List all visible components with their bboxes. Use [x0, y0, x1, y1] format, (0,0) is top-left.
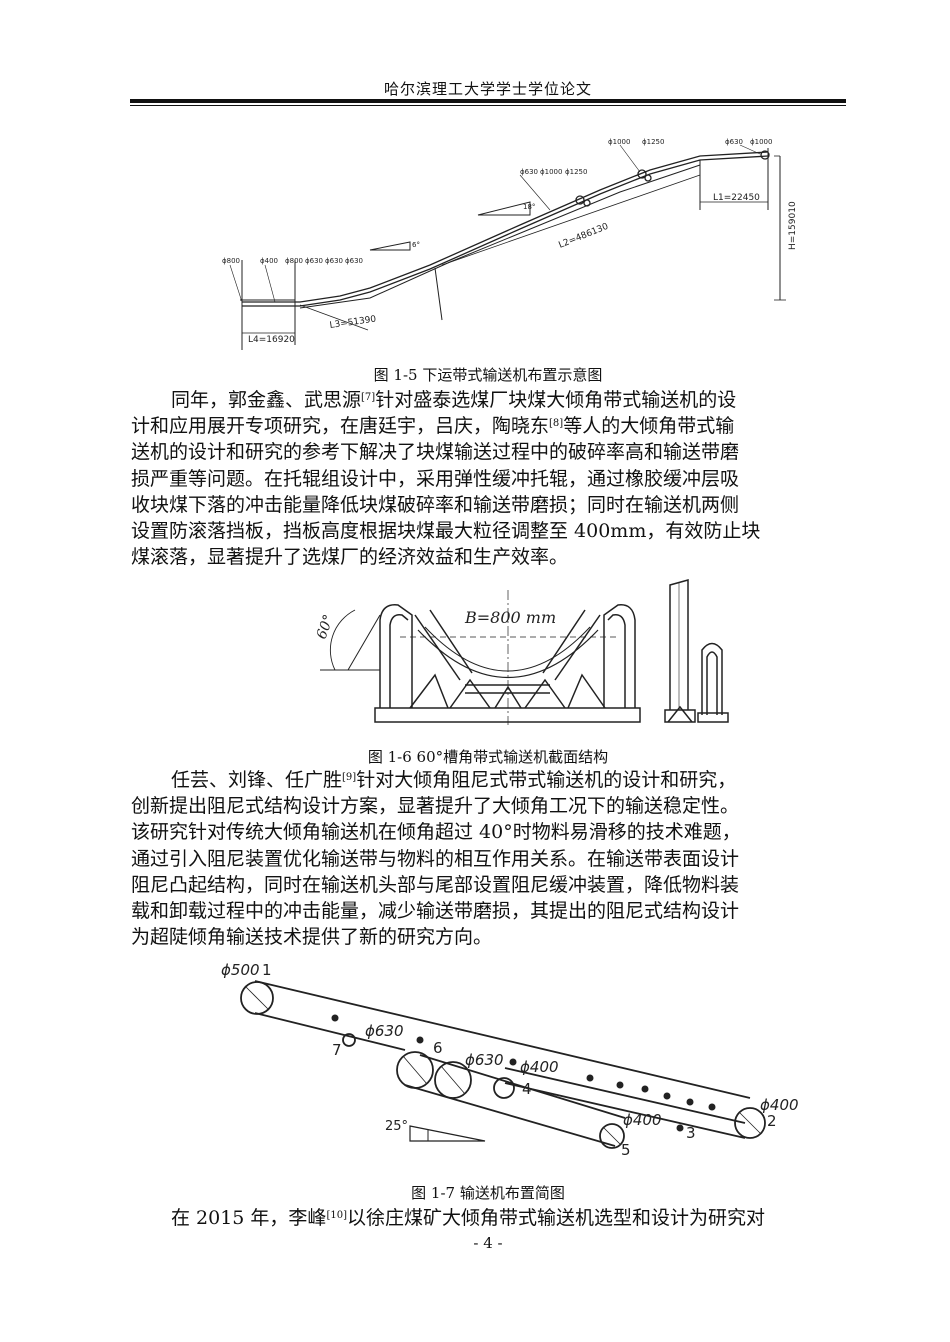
label-l4: L4=16920 [248, 335, 295, 345]
label-h: H=159010 [788, 201, 798, 250]
label-d1000a: ϕ1000 [540, 168, 562, 176]
label-d1000b: ϕ1000 [608, 138, 630, 146]
figure-1-7-caption: 图 1-7 输送机布置简图 [411, 1184, 565, 1202]
paragraph-line: 在 2015 年，李峰[10]以徐庄煤矿大倾角带式输送机选型和设计为研究对 [171, 1207, 765, 1229]
label-d1250a: ϕ1250 [565, 168, 587, 176]
label-d400: ϕ400 [260, 257, 278, 265]
label-n5: 5 [621, 1141, 631, 1159]
paragraph-line: 创新提出阻尼式结构设计方案，显著提升了大倾角工况下的输送稳定性。 [131, 795, 740, 818]
label-n4: 4 [522, 1080, 532, 1098]
label-d630a: ϕ630 [305, 257, 323, 265]
label-d400a: ϕ400 [520, 1058, 559, 1076]
header-rule-thin [130, 105, 846, 106]
label-n2: 2 [767, 1112, 777, 1130]
paragraph-1: 同年，郭金鑫、武思源[7]针对盛泰选煤厂块煤大倾角带式输送机的设 计和应用展开专… [131, 387, 847, 570]
paragraph-line: 为超陡倾角输送技术提供了新的研究方向。 [131, 926, 493, 949]
label-trough-angle: 60° [314, 613, 338, 642]
figure-1-7-conveyor-diagram: ϕ500 ϕ630 ϕ630 ϕ400 ϕ400 ϕ400 1 2 3 4 5 … [221, 961, 799, 1159]
label-angle-25: 25° [385, 1119, 408, 1134]
paragraph-line: 任芸、刘锋、任广胜[9]针对大倾角阻尼式带式输送机的设计和研究， [171, 769, 737, 791]
paragraph-2: 任芸、刘锋、任广胜[9]针对大倾角阻尼式带式输送机的设计和研究， 创新提出阻尼式… [131, 767, 847, 950]
paragraph-line: 阻尼凸起结构，同时在输送机头部与尾部设置阻尼缓冲装置，降低物料装 [131, 873, 740, 896]
paragraph-3: 在 2015 年，李峰[10]以徐庄煤矿大倾角带式输送机选型和设计为研究对 [131, 1205, 847, 1231]
label-d1000c: ϕ1000 [750, 138, 772, 146]
figure-1-6-trough-section: B=800 mm 60° [314, 579, 729, 725]
label-belt-width: B=800 mm [464, 608, 556, 627]
paragraph-line: 该研究针对传统大倾角输送机在倾角超过 40°时物料易滑移的技术难题， [131, 821, 741, 844]
label-d400c: ϕ400 [760, 1096, 799, 1114]
paragraph-line: 送机的设计和研究的参考下解决了块煤输送过程中的破碎率高和输送带磨 [131, 441, 740, 464]
page-header: 哈尔滨理工大学学士学位论文 [383, 80, 592, 98]
paragraph-line: 载和卸载过程中的冲击能量，减少输送带磨损，其提出的阻尼式结构设计 [131, 900, 740, 923]
label-l1: L1=22450 [713, 193, 760, 203]
label-l2: L2=486130 [557, 222, 610, 251]
figure-1-6-caption: 图 1-6 60°槽角带式输送机截面结构 [367, 748, 609, 766]
label-n7: 7 [332, 1041, 342, 1059]
label-angle-6: 6° [412, 241, 420, 249]
label-d630a: ϕ630 [365, 1022, 404, 1040]
label-n6: 6 [433, 1039, 443, 1057]
label-d630e: ϕ630 [725, 138, 743, 146]
label-d800b: ϕ800 [285, 257, 303, 265]
paragraph-line: 设置防滚落挡板，挡板高度根据块煤最大粒径调整至 400mm，有效防止块 [131, 520, 761, 543]
paragraph-line: 煤滚落，显著提升了选煤厂的经济效益和生产效率。 [131, 546, 569, 569]
figure-1-5-caption: 图 1-5 下运带式输送机布置示意图 [373, 366, 603, 384]
label-l3: L3=51390 [329, 315, 377, 331]
page-number: - 4 - [473, 1234, 503, 1252]
label-d400b: ϕ400 [623, 1111, 662, 1129]
paragraph-line: 计和应用展开专项研究，在唐廷宇，吕庆，陶晓东[8]等人的大倾角带式输 [131, 415, 735, 438]
label-d630d: ϕ630 [520, 168, 538, 176]
label-d1250b: ϕ1250 [642, 138, 664, 146]
label-d630c: ϕ630 [345, 257, 363, 265]
label-n1: 1 [262, 961, 272, 979]
header-rule-thick [130, 99, 846, 103]
label-d630b: ϕ630 [465, 1051, 504, 1069]
label-angle-18: 18° [523, 203, 535, 211]
paragraph-line: 同年，郭金鑫、武思源[7]针对盛泰选煤厂块煤大倾角带式输送机的设 [171, 389, 737, 411]
label-d500: ϕ500 [221, 961, 260, 979]
label-n3: 3 [686, 1124, 696, 1142]
label-d800: ϕ800 [222, 257, 240, 265]
label-d630b: ϕ630 [325, 257, 343, 265]
paragraph-line: 收块煤下落的冲击能量降低块煤破碎率和输送带磨损；同时在输送机两侧 [131, 493, 740, 516]
figure-1-5-conveyor-layout: ϕ800 ϕ400 ϕ800 ϕ630 ϕ630 ϕ630 ϕ630 ϕ1000… [222, 138, 798, 350]
paragraph-line: 通过引入阻尼装置优化输送带与物料的相互作用关系。在输送带表面设计 [131, 847, 740, 870]
paragraph-line: 损严重等问题。在托辊组设计中，采用弹性缓冲托辊，通过橡胶缓冲层吸 [131, 467, 740, 490]
